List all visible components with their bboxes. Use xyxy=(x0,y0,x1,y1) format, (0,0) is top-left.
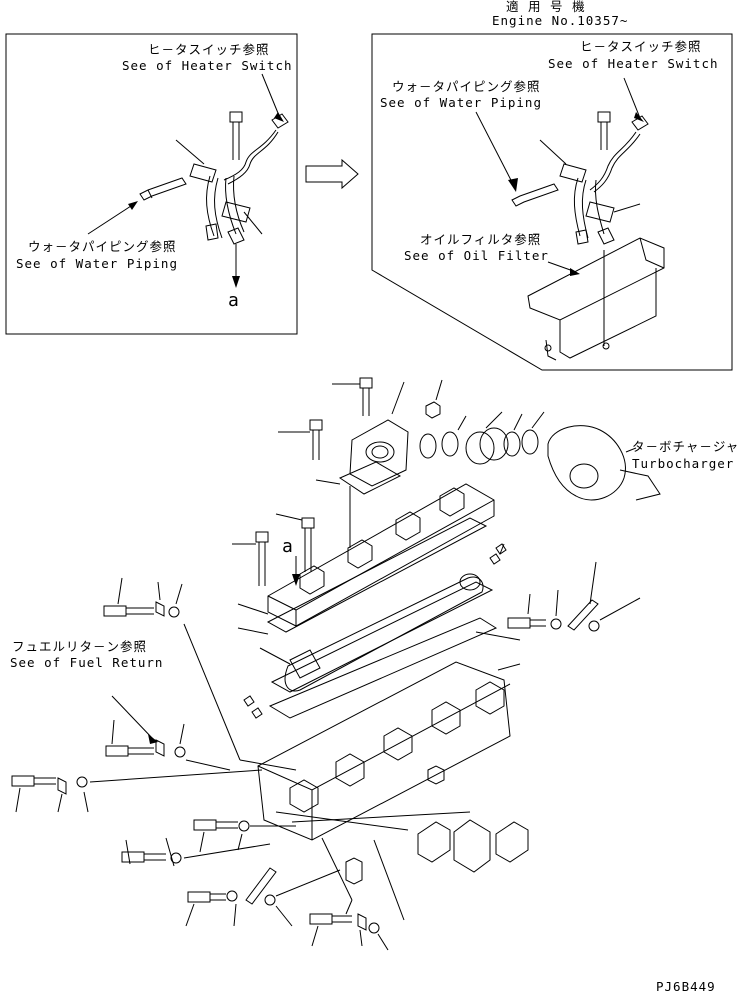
main-marker-a: a xyxy=(282,536,294,557)
left-heater-switch-jp: ヒ－タスイッチ参照 xyxy=(148,42,270,57)
left-detail-panel xyxy=(5,33,298,335)
fuel-return-en: See of Fuel Return xyxy=(10,655,164,670)
engine-number-label: Engine No.10357~ xyxy=(492,13,629,28)
right-oil-filter-jp: オイルフィルタ参照 xyxy=(420,232,542,247)
turbocharger-en: Turbocharger xyxy=(632,456,735,471)
right-oil-filter-en: See of Oil Filter xyxy=(404,248,549,263)
drawing-code: PJ6B449 xyxy=(656,979,716,994)
turbocharger-jp: タ－ボチャ－ジャ xyxy=(632,439,738,454)
left-water-piping-jp: ウォ－タパイピング参照 xyxy=(28,239,177,254)
main-exploded-view xyxy=(11,377,661,951)
right-detail-panel xyxy=(371,33,733,371)
left-water-piping-en: See of Water Piping xyxy=(16,256,178,271)
right-water-piping-en: See of Water Piping xyxy=(380,95,542,110)
left-marker-a: a xyxy=(228,290,240,311)
fuel-return-jp: フュエルリタ－ン参照 xyxy=(12,639,148,654)
applicability-label: 適 用 号 機 xyxy=(506,0,586,14)
left-heater-switch-en: See of Heater Switch xyxy=(122,58,293,73)
right-water-piping-jp: ウォ－タパイピング参照 xyxy=(392,79,541,94)
transition-arrow xyxy=(305,158,359,190)
right-heater-switch-jp: ヒ－タスイッチ参照 xyxy=(580,39,702,54)
right-heater-switch-en: See of Heater Switch xyxy=(548,56,719,71)
